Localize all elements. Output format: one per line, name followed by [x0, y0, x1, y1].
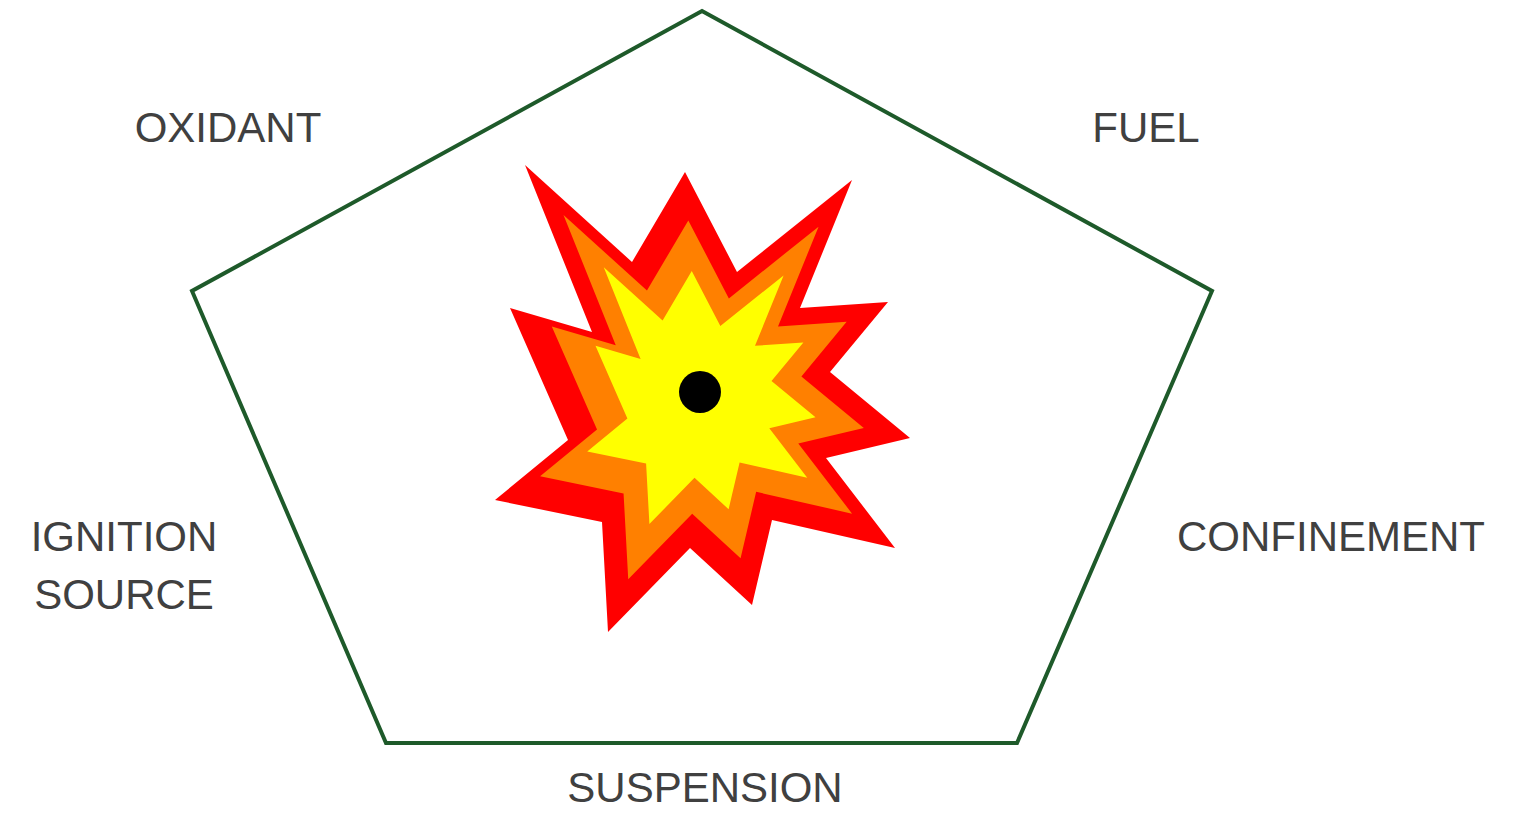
pentagon-outline	[192, 11, 1212, 743]
explosion-outer	[495, 165, 910, 632]
side-label: FUEL	[1092, 99, 1199, 157]
side-label: CONFINEMENT	[1177, 508, 1485, 566]
explosion-center	[679, 371, 721, 413]
explosion-middle	[540, 215, 864, 579]
side-label: OXIDANT	[135, 99, 322, 157]
side-label: SUSPENSION	[567, 759, 842, 817]
explosion-symbol	[495, 165, 910, 632]
explosion-inner	[587, 267, 815, 524]
side-label: IGNITION SOURCE	[4, 508, 244, 624]
